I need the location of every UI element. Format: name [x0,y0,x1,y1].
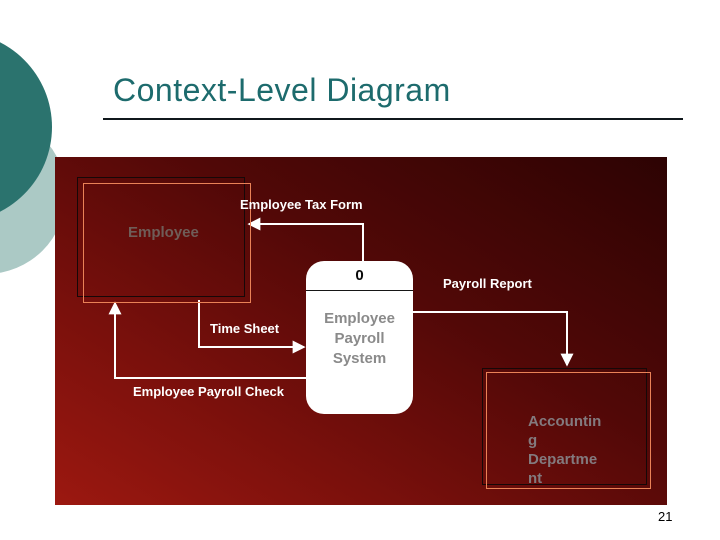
flow-tax-form-arrow [247,217,364,261]
label-payroll-report: Payroll Report [443,276,532,291]
label-time-sheet: Time Sheet [210,321,280,336]
slide-title: Context-Level Diagram [113,72,451,108]
accounting-label-line: g [528,432,538,449]
employee-box-orange-outline [83,183,251,303]
accounting-box-black-outline [482,368,647,485]
label-employee-payroll-check: Employee Payroll Check [133,384,285,399]
accounting-label-line: Accountin [528,413,602,430]
label-employee-tax-form: Employee Tax Form [240,197,363,212]
process-number: 0 [306,261,413,291]
process-box: 0 Employee Payroll System [306,261,413,414]
accounting-entity-label: Accountin g Departme nt [528,412,601,488]
process-name-line: Employee [324,310,395,327]
page-number: 21 [658,509,673,524]
process-name-line: System [332,350,387,367]
flow-payroll-check-arrow [108,301,306,379]
accounting-label-line: Departme [528,451,598,468]
flow-time-sheet-arrow [198,300,306,354]
flow-payroll-report-arrow [413,311,574,367]
flow-arrows-svg [108,217,574,379]
accounting-label-line: nt [528,470,543,487]
diagram-panel: Employee Accountin g Departme nt 0 Emplo… [55,157,667,505]
process-name-line: Payroll [334,330,385,347]
employee-entity-label: Employee [128,224,199,241]
accounting-box-orange-outline [486,372,651,489]
employee-box-black-outline [77,177,245,297]
process-name: Employee Payroll System [306,291,413,369]
title-underline [103,118,683,120]
